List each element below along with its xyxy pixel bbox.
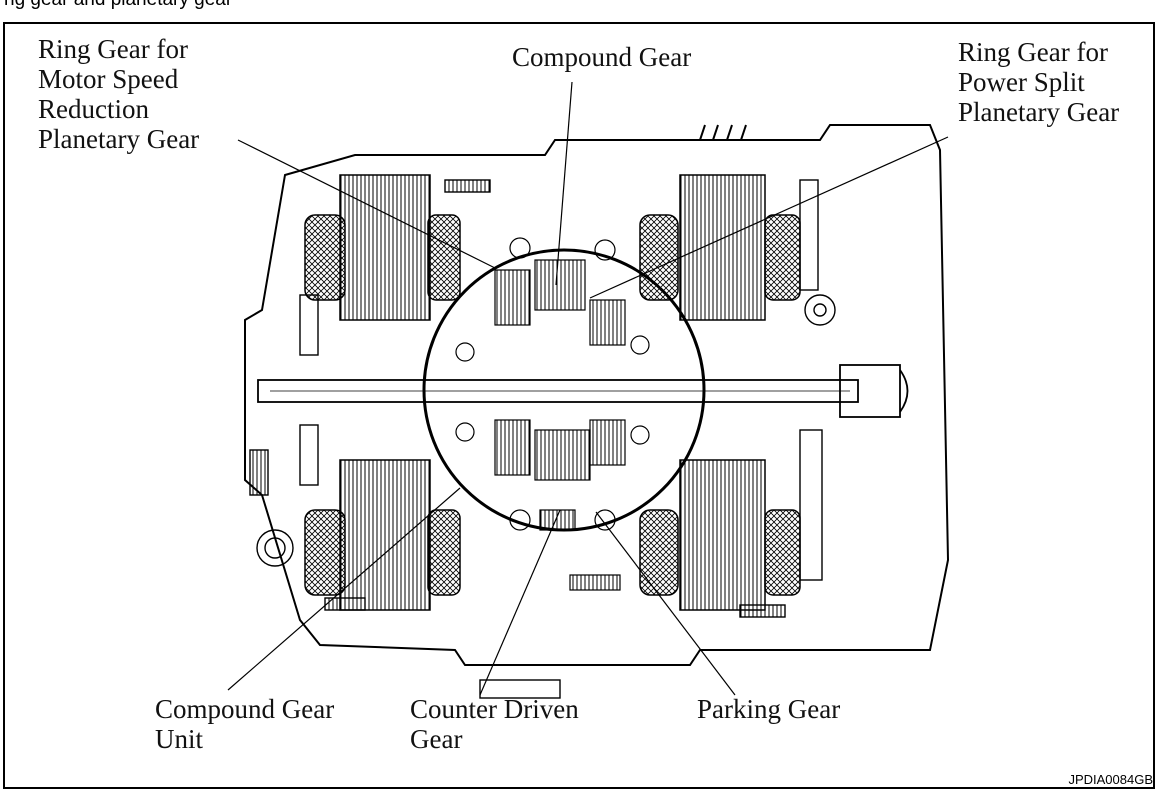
leader-counter-driven-gear: [479, 509, 561, 696]
gear-unit-details: [455, 237, 650, 591]
figure-code: JPDIA0084GB: [1068, 772, 1153, 787]
leader-lines: [227, 81, 949, 696]
motor-stator-right-upper: [639, 174, 801, 321]
left-housing-details: [249, 294, 561, 699]
motor-stator-left-lower: [304, 459, 461, 611]
leader-ring-gear-power: [589, 136, 949, 299]
motor-stator-right-lower: [639, 459, 801, 611]
figure-frame: [3, 22, 1155, 789]
label-ring-gear-power-split: Ring Gear for Power Split Planetary Gear: [958, 37, 1120, 127]
label-compound-gear-unit: Compound Gear Unit: [155, 694, 335, 754]
leader-compound-gear: [555, 81, 573, 286]
leader-ring-gear-motor: [237, 139, 496, 269]
label-ring-gear-motor-speed: Ring Gear for Motor Speed Reduction Plan…: [38, 34, 200, 154]
label-counter-driven-gear: Counter Driven Gear: [410, 694, 579, 754]
leader-parking-gear: [595, 511, 736, 696]
label-parking-gear: Parking Gear: [697, 694, 841, 724]
right-housing-details: [444, 179, 836, 618]
highlight-circle: [422, 248, 706, 532]
caption-fragment: ng gear and planetary gear: [4, 0, 232, 11]
leader-compound-gear-unit: [227, 487, 461, 691]
motor-stator-left-upper: [304, 174, 461, 321]
main-shaft: [257, 364, 909, 418]
label-compound-gear: Compound Gear: [512, 42, 692, 72]
caption-strip: ng gear and planetary gear: [0, 0, 1159, 22]
